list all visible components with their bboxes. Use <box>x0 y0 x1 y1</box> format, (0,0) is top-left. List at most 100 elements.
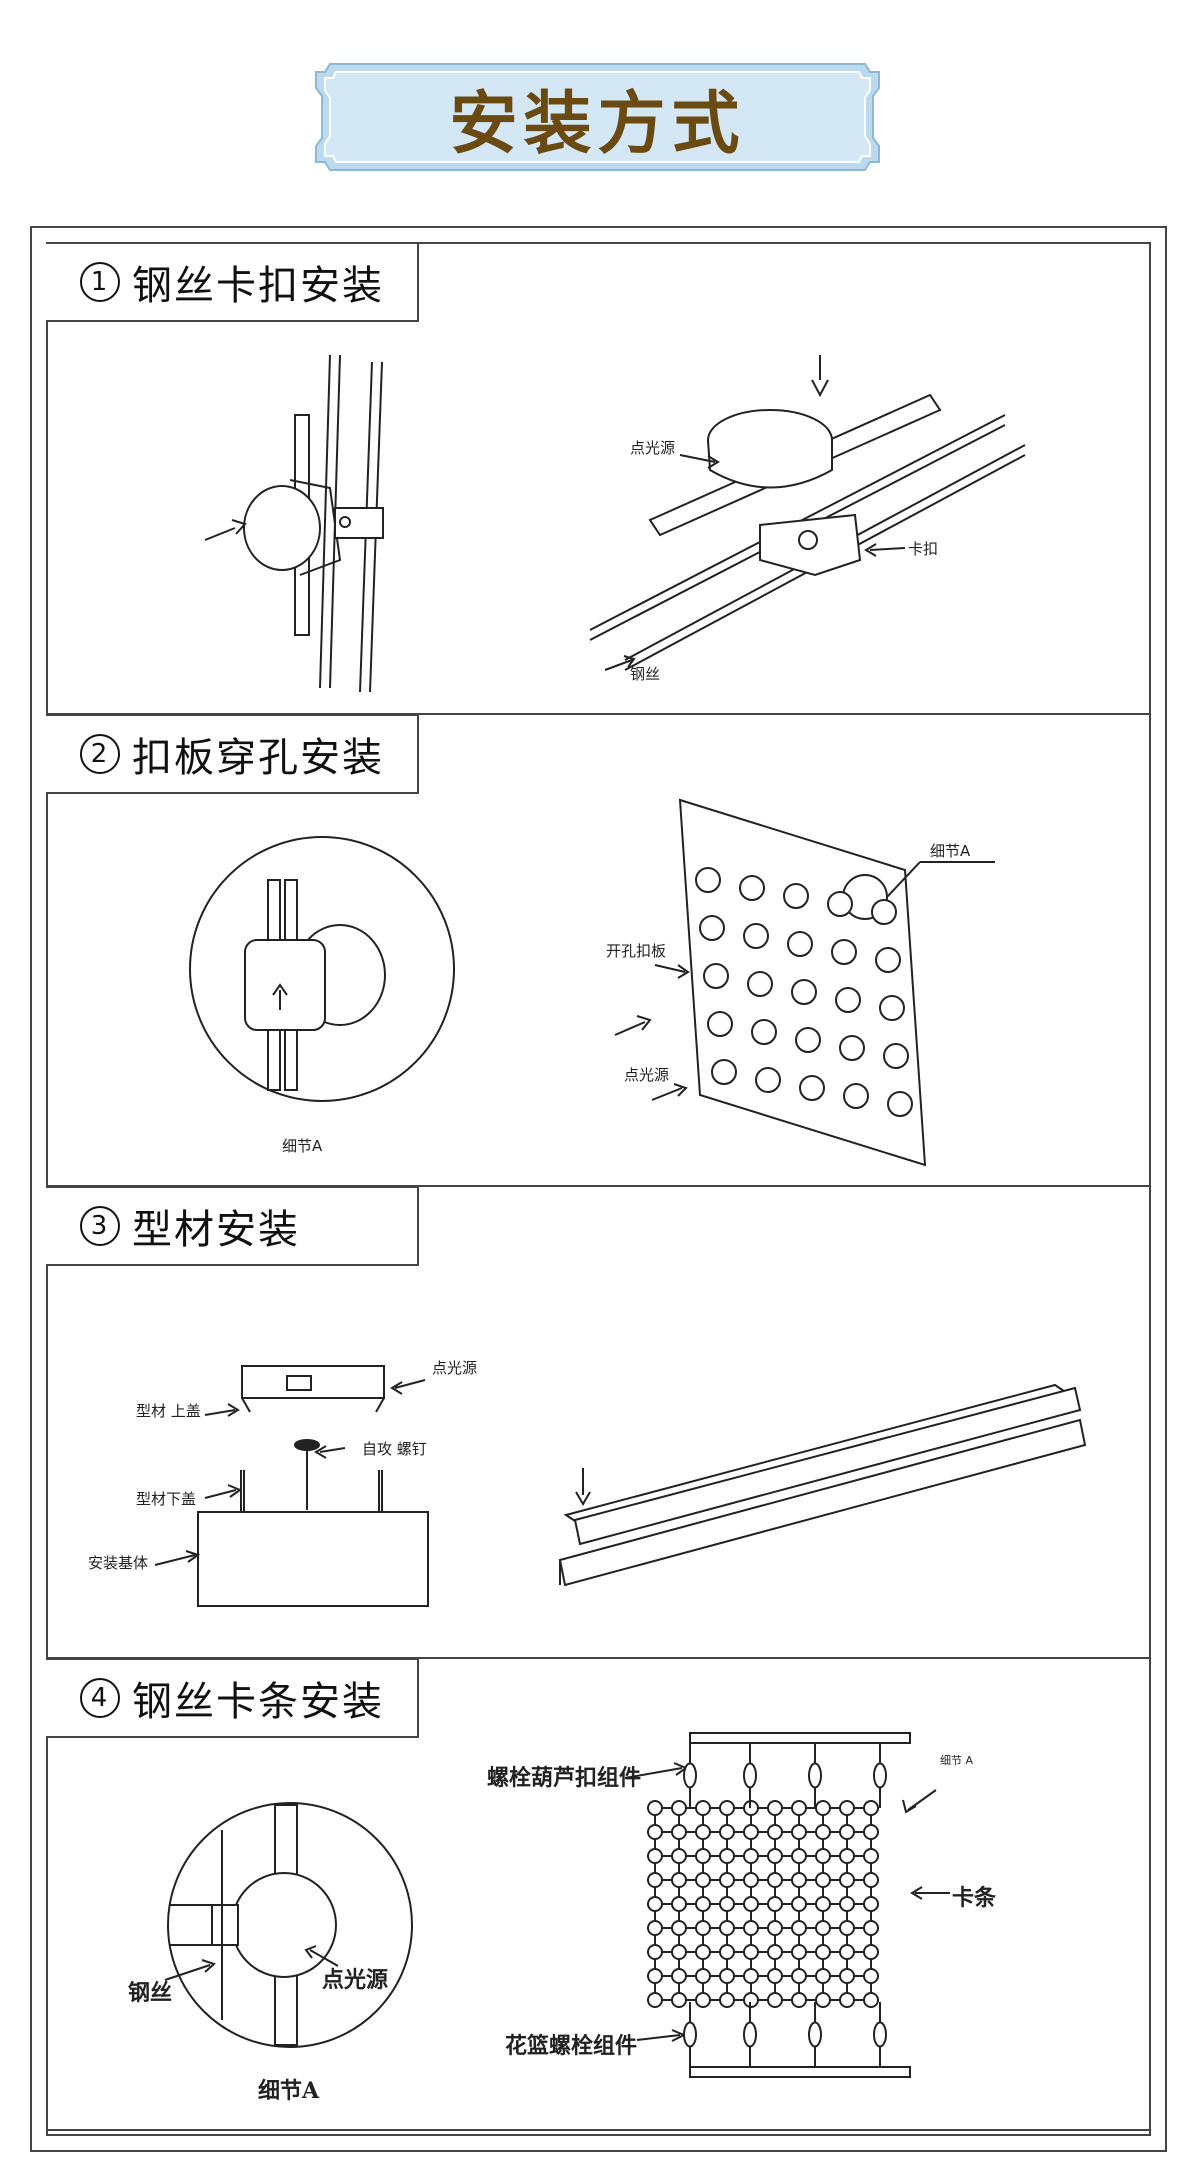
mounting-base-label: 安装基体 <box>88 1554 149 1572</box>
net-node <box>792 1945 806 1959</box>
net-node <box>696 1921 710 1935</box>
net-node <box>792 1921 806 1935</box>
net-node <box>696 1825 710 1839</box>
turnbuckle <box>809 1764 821 1788</box>
title-banner: 安装方式 <box>310 58 885 176</box>
net-node <box>672 1945 686 1959</box>
profile-upper-cover-label: 型材 上盖 <box>136 1402 201 1420</box>
page-title: 安装方式 <box>449 83 746 164</box>
section-number: 3 <box>80 1206 120 1246</box>
wire-label: 钢丝 <box>630 665 661 683</box>
net-node <box>840 1921 854 1935</box>
net-node <box>864 1969 878 1983</box>
net-node <box>816 1969 830 1983</box>
divider <box>46 713 1151 715</box>
basket-bolt-assembly-label: 花篮螺栓组件 <box>505 2033 638 2059</box>
net-node <box>768 1897 782 1911</box>
self-tapping-screw-label: 自攻 螺钉 <box>362 1440 427 1458</box>
turnbuckle <box>684 1764 696 1788</box>
section-number: 2 <box>80 734 120 774</box>
net-node <box>816 1945 830 1959</box>
net-node <box>816 1873 830 1887</box>
net-node <box>648 1945 662 1959</box>
turnbuckle <box>744 2023 756 2047</box>
net-node <box>792 1897 806 1911</box>
section-title: 型材安装 <box>132 1207 300 1253</box>
net-node <box>696 1801 710 1815</box>
net-node <box>672 1921 686 1935</box>
net-node <box>768 1873 782 1887</box>
clip-label: 卡扣 <box>908 540 939 558</box>
net-node <box>672 1969 686 1983</box>
light-point <box>784 884 808 908</box>
net-node <box>672 1825 686 1839</box>
turnbuckle-assembly-label: 螺栓葫芦扣组件 <box>487 1765 642 1791</box>
divider <box>46 1185 1151 1187</box>
net-node <box>840 1825 854 1839</box>
detail-a-callout: 细节 A <box>940 1754 974 1767</box>
net-node <box>864 1801 878 1815</box>
net-node <box>864 1897 878 1911</box>
profile-lower-cover-label: 型材下盖 <box>136 1490 197 1508</box>
net-node <box>840 1849 854 1863</box>
net-node <box>696 1897 710 1911</box>
turnbuckle <box>874 1764 886 1788</box>
light-point <box>712 1060 736 1084</box>
light-point <box>796 1028 820 1052</box>
net-node <box>672 1801 686 1815</box>
net-node <box>648 1849 662 1863</box>
light-source-label: 点光源 <box>322 1967 389 1993</box>
net-node <box>816 1825 830 1839</box>
section-title: 扣板穿孔安装 <box>132 735 384 781</box>
section-title: 钢丝卡条安装 <box>132 1679 384 1725</box>
net-node <box>768 1801 782 1815</box>
section-4-heading: 4 钢丝卡条安装 <box>46 1658 419 1738</box>
net-node <box>648 1801 662 1815</box>
net-node <box>864 1993 878 2007</box>
light-point <box>700 916 724 940</box>
section-3-heading: 3 型材安装 <box>46 1186 419 1266</box>
net-node <box>744 1825 758 1839</box>
net-node <box>768 1825 782 1839</box>
net-node <box>768 1921 782 1935</box>
net-node <box>792 1825 806 1839</box>
light-point <box>708 1012 732 1036</box>
net-node <box>744 1969 758 1983</box>
net-node <box>672 1849 686 1863</box>
net-node <box>816 1993 830 2007</box>
light-point <box>704 964 728 988</box>
net-node <box>840 1993 854 2007</box>
net-node <box>648 1825 662 1839</box>
net-node <box>840 1873 854 1887</box>
light-point <box>744 924 768 948</box>
net-node <box>720 1969 734 1983</box>
detail-a-label: 细节A <box>258 2078 320 2104</box>
light-point <box>884 1044 908 1068</box>
net-node <box>792 1993 806 2007</box>
net-node <box>792 1801 806 1815</box>
light-point <box>840 1036 864 1060</box>
net-node <box>720 1801 734 1815</box>
light-source-label: 点光源 <box>630 439 676 457</box>
net-node <box>696 1849 710 1863</box>
net-node <box>840 1969 854 1983</box>
turnbuckle <box>684 2023 696 2047</box>
net-node <box>792 1849 806 1863</box>
light-point <box>880 996 904 1020</box>
light-point <box>876 948 900 972</box>
perforated-plate-label: 开孔扣板 <box>606 942 667 960</box>
net-node <box>672 1897 686 1911</box>
light-point <box>740 876 764 900</box>
section-number: 1 <box>80 262 120 302</box>
net-node <box>744 1873 758 1887</box>
net-node <box>840 1945 854 1959</box>
detail-a-label: 细节A <box>282 1137 323 1155</box>
net-node <box>768 1849 782 1863</box>
net-node <box>696 1993 710 2007</box>
light-point <box>696 868 720 892</box>
net-node <box>864 1873 878 1887</box>
net-node <box>720 1849 734 1863</box>
light-point <box>752 1020 776 1044</box>
net-node <box>792 1969 806 1983</box>
